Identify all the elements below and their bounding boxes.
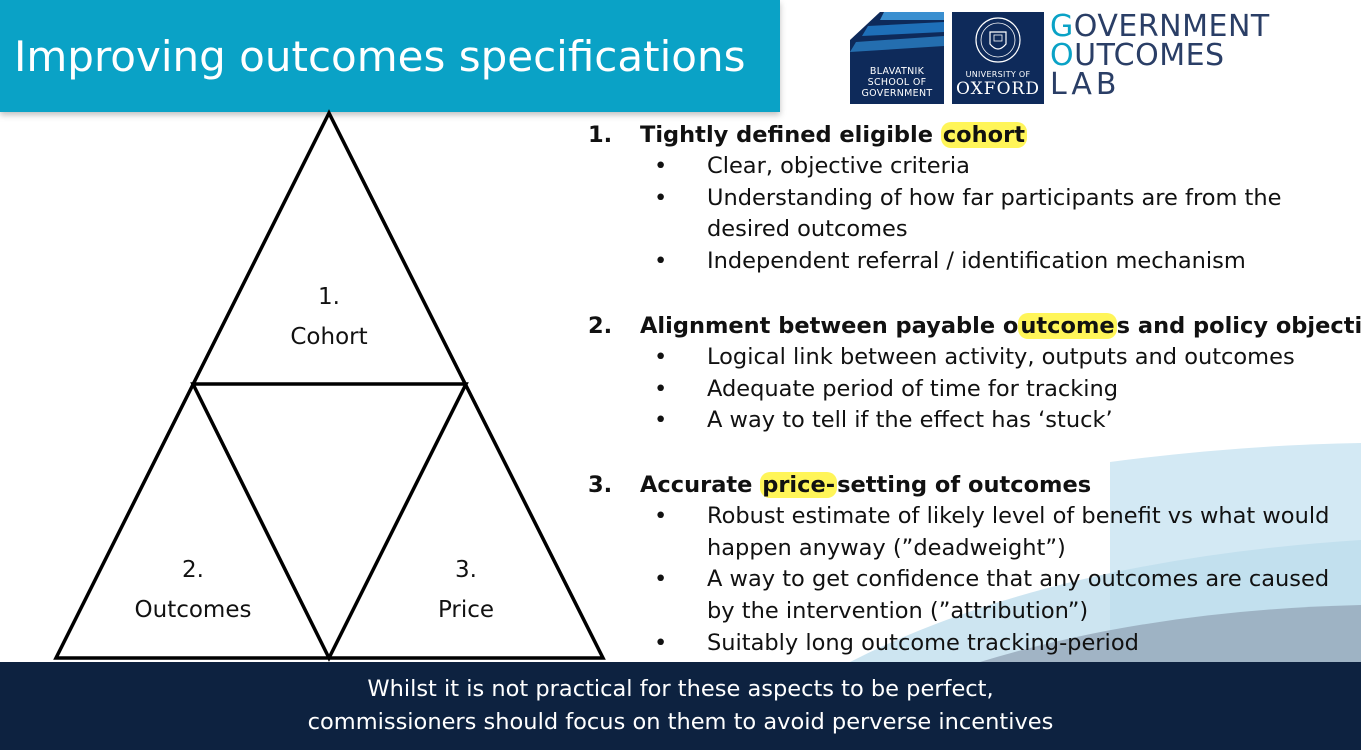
section-1-highlight: cohort (940, 122, 1027, 148)
blavatnik-logo-text: BLAVATNIK SCHOOL OF GOVERNMENT (850, 66, 944, 99)
bullet-text: Logical link between activity, outputs a… (707, 343, 1295, 370)
oxford-university-label: UNIVERSITY OF (965, 70, 1031, 79)
bullet-text: Robust estimate of likely level of benef… (707, 502, 1330, 561)
bullet-icon: • (654, 153, 668, 179)
bullet-icon: • (654, 502, 668, 529)
blavatnik-line-1: BLAVATNIK (869, 66, 925, 77)
triangle-number-2: 2. (182, 557, 204, 583)
triangle-label-outcomes: 2. Outcomes (93, 550, 293, 630)
bullet-icon: • (654, 566, 668, 593)
gol-line-1-initial: G (1050, 9, 1074, 44)
gol-line-2-rest: UTCOMES (1074, 38, 1225, 73)
bullet-icon: • (654, 343, 668, 370)
blavatnik-line-3: GOVERNMENT (861, 88, 933, 99)
triangle-label-cohort: 1. Cohort (229, 277, 429, 357)
section-2-highlight: utcome (1018, 312, 1117, 339)
section-3-heading-rest: setting of outcomes (837, 471, 1092, 498)
blavatnik-logo: BLAVATNIK SCHOOL OF GOVERNMENT (850, 12, 944, 104)
gol-line-2-initial: O (1050, 38, 1075, 73)
section-1-heading: 1. Tightly defined eligible cohort (588, 119, 1358, 151)
footer-line-2: commissioners should focus on them to av… (307, 709, 1054, 735)
bullet-icon: • (654, 184, 668, 211)
inner-triangle (190, 382, 469, 662)
content-list: 1. Tightly defined eligible cohort • Clea… (588, 119, 1361, 660)
gol-line-1-rest: OVERNMENT (1073, 9, 1270, 44)
triangle-text-price: Price (437, 597, 495, 623)
triangle-text-outcomes: Outcomes (134, 597, 252, 623)
slide-title: Improving outcomes specifications (14, 32, 746, 81)
bullet-text: A way to get confidence that any outcome… (707, 566, 1330, 625)
footer-line-1: Whilst it is not practical for these asp… (367, 676, 994, 702)
section-2-heading-rest: s and policy objectives (1116, 312, 1361, 339)
bullet-text: Independent referral / identification me… (707, 248, 1246, 275)
oxford-logo: UNIVERSITY OF OXFORD (952, 12, 1044, 104)
bullet-text: Suitably long outcome tracking-period (707, 629, 1139, 656)
triangle-label-price: 3. Price (366, 550, 566, 630)
logo-group: BLAVATNIK SCHOOL OF GOVERNMENT UNIVERSIT… (850, 12, 1310, 107)
section-2-heading-text: Alignment between payable o (640, 312, 1019, 339)
section-gap (588, 437, 1358, 469)
government-outcomes-lab-logo: GOVERNMENT OUTCOMES LAB (1050, 9, 1270, 102)
list-item: • Adequate period of time for tracking (588, 374, 1347, 406)
list-item: • Suitably long outcome tracking-period (588, 628, 1347, 660)
section-1-heading-text: Tightly defined eligible (640, 122, 941, 148)
gol-line-3: LAB (1050, 67, 1270, 102)
list-item: • A way to get confidence that any outcom… (588, 564, 1347, 627)
list-item: • Logical link between activity, outputs … (588, 342, 1347, 374)
list-item: • Independent referral / identification m… (588, 246, 1347, 278)
triangle-diagram (53, 109, 606, 662)
section-2-heading: 2. Alignment between payable outcomes an… (588, 310, 1361, 342)
list-item: • Clear, objective criteria (588, 151, 1347, 183)
section-3-highlight: price- (760, 471, 838, 498)
bullet-icon: • (654, 629, 668, 656)
oxford-crest-icon (975, 17, 1021, 63)
section-gap (588, 278, 1358, 310)
section-3-heading-text: Accurate (640, 471, 761, 498)
blavatnik-line-2: SCHOOL OF (867, 77, 927, 88)
bullet-text: Adequate period of time for tracking (707, 375, 1119, 402)
bullet-icon: • (654, 375, 668, 402)
bullet-text: Clear, objective criteria (707, 153, 970, 179)
section-3-number: 3. (588, 471, 613, 498)
oxford-name-label: OXFORD (956, 79, 1040, 99)
footer-banner: Whilst it is not practical for these asp… (0, 662, 1361, 750)
section-2-number: 2. (588, 312, 613, 339)
bullet-icon: • (654, 248, 668, 275)
section-3-heading: 3. Accurate price-setting of outcomes (588, 469, 1358, 501)
triangle-number-1: 1. (318, 284, 340, 310)
triangle-text-cohort: Cohort (290, 324, 368, 350)
blavatnik-logo-shape (850, 12, 944, 104)
gol-line-2: OUTCOMES (1050, 38, 1270, 73)
bullet-text: Understanding of how far participants ar… (707, 184, 1282, 243)
triangle-number-3: 3. (455, 557, 477, 583)
list-item: • A way to tell if the effect has ‘stuck’ (588, 405, 1347, 437)
title-bar: Improving outcomes specifications (0, 0, 780, 112)
section-1-number: 1. (588, 122, 613, 148)
gol-line-3-rest: LAB (1050, 67, 1121, 102)
list-item: • Understanding of how far participants a… (588, 183, 1347, 246)
list-item: • Robust estimate of likely level of bene… (588, 501, 1347, 564)
gol-line-1: GOVERNMENT (1050, 9, 1270, 44)
bullet-icon: • (654, 407, 668, 434)
bullet-text: A way to tell if the effect has ‘stuck’ (707, 407, 1113, 434)
